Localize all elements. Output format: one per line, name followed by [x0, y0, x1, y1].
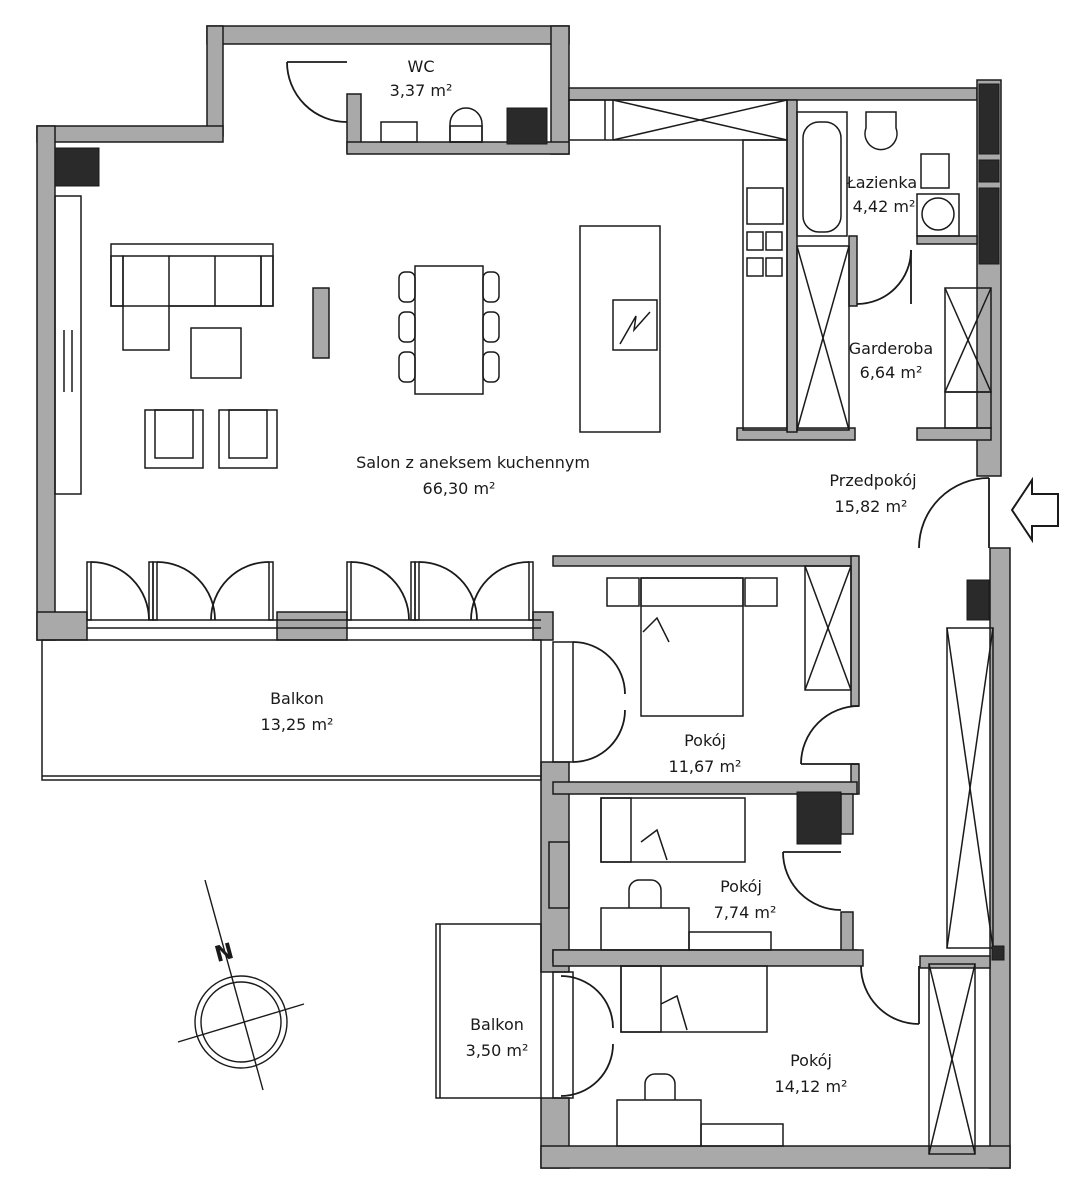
- arrow-left-icon: [1010, 476, 1059, 544]
- garderoba-name: Garderoba: [849, 339, 933, 358]
- salon-area: 66,30 m²: [423, 479, 496, 498]
- przedpokoj-name: Przedpokój: [829, 471, 916, 490]
- wc-area: 3,37 m²: [390, 81, 453, 100]
- pokoj1-area: 11,67 m²: [669, 757, 742, 776]
- pokoj3-area: 14,12 m²: [775, 1077, 848, 1096]
- wc-name: WC: [408, 57, 435, 76]
- garderoba-area: 6,64 m²: [860, 363, 923, 382]
- lazienka-name: Łazienka: [846, 173, 917, 192]
- lazienka-area: 4,42 m²: [853, 197, 916, 216]
- bench: [312, 287, 330, 359]
- balkon2-name: Balkon: [470, 1015, 524, 1034]
- balkon2-area: 3,50 m²: [466, 1041, 529, 1060]
- pokoj2-area: 7,74 m²: [714, 903, 777, 922]
- compass-label: N: [212, 939, 236, 968]
- przedpokoj-area: 15,82 m²: [835, 497, 908, 516]
- pokoj3-name: Pokój: [790, 1051, 832, 1070]
- salon-name: Salon z aneksem kuchennym: [356, 453, 590, 472]
- thin-lines: [41, 99, 994, 1155]
- shafts: [54, 83, 1005, 961]
- pokoj2-name: Pokój: [720, 877, 762, 896]
- balkon1-area: 13,25 m²: [261, 715, 334, 734]
- compass-icon: [177, 879, 305, 1091]
- pokoj1-name: Pokój: [684, 731, 726, 750]
- room-labels: WC 3,37 m² Łazienka 4,42 m² Garderoba 6,…: [261, 57, 934, 1096]
- doors: [90, 61, 990, 1097]
- balkon1-name: Balkon: [270, 689, 324, 708]
